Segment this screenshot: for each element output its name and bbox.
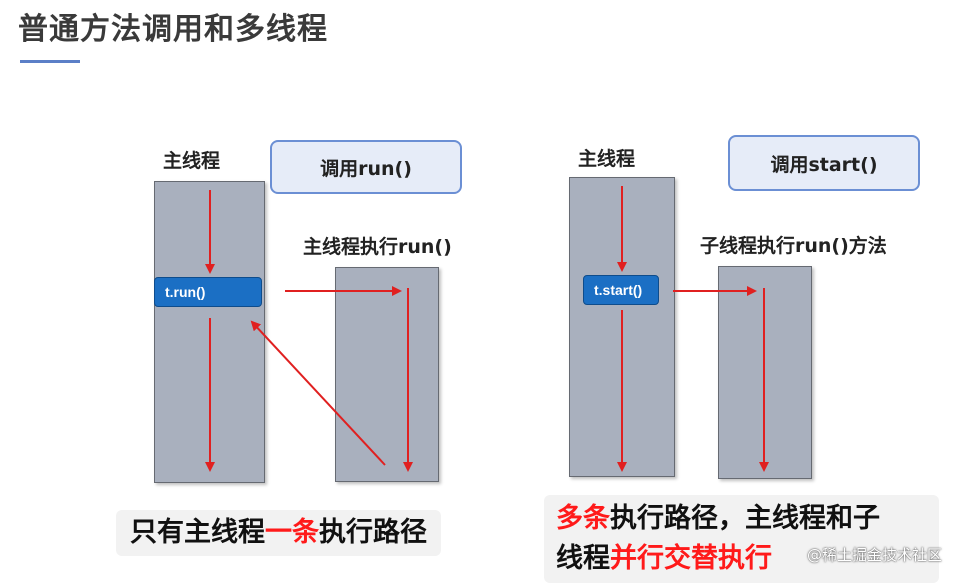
title-underline	[20, 60, 80, 63]
right-call-box: t.start()	[583, 275, 659, 305]
watermark: @稀土掘金技术社区	[806, 546, 942, 564]
right-caption-line2: 线程并行交替执行	[556, 539, 927, 579]
left-exec-thread-bar	[335, 267, 439, 482]
right-callout-start: 调用start()	[728, 135, 920, 191]
right-caption-highlight2: 并行交替执行	[610, 543, 772, 574]
left-call-box: t.run()	[154, 277, 262, 307]
left-callout-run: 调用run()	[270, 140, 462, 194]
left-caption: 只有主线程一条执行路径	[116, 510, 441, 556]
right-caption-part1: 执行路径，主线程和子	[610, 503, 880, 534]
right-main-thread-label: 主线程	[578, 148, 636, 170]
right-caption-highlight1: 多条	[556, 503, 610, 534]
right-caption-line1: 多条执行路径，主线程和子	[556, 499, 927, 539]
left-exec-label: 主线程执行run()	[303, 236, 452, 258]
left-caption-highlight: 一条	[265, 517, 319, 548]
left-return-arrow	[250, 320, 386, 466]
right-exec-label: 子线程执行run()方法	[700, 235, 887, 257]
slide-title: 普通方法调用和多线程	[18, 12, 328, 47]
left-caption-part2: 执行路径	[319, 517, 427, 548]
right-caption: 多条执行路径，主线程和子 线程并行交替执行	[544, 495, 939, 583]
left-caption-part1: 只有主线程	[130, 517, 265, 548]
left-main-thread-label: 主线程	[163, 150, 221, 172]
right-caption-part2: 线程	[556, 543, 610, 574]
